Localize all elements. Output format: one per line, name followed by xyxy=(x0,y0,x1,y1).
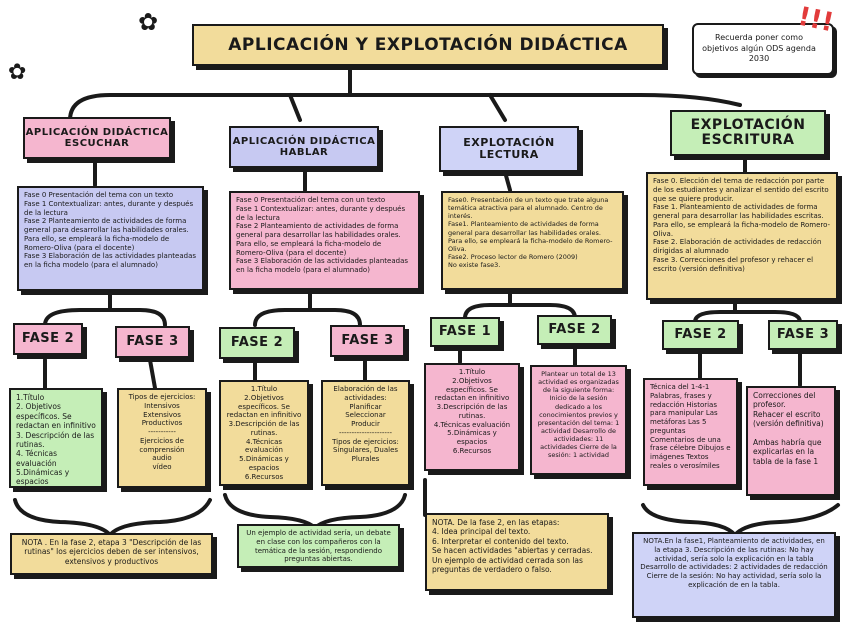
lectura-phase-b-content: Plantear un total de 13 actividad es org… xyxy=(530,365,627,475)
escritura-description: Fase 0. Elección del tema de redacción p… xyxy=(646,172,838,300)
escritura-phase-b-content: Correcciones del profesor. Rehacer el es… xyxy=(746,386,836,496)
lectura-header: EXPLOTACIÓN LECTURA xyxy=(439,126,579,172)
hablar-header: APLICACIÓN DIDÁCTICA HABLAR xyxy=(229,126,379,168)
escuchar-phase-b-label: FASE 3 xyxy=(115,326,190,358)
main-title: APLICACIÓN Y EXPLOTACIÓN DIDÁCTICA xyxy=(192,24,664,66)
escritura-phase-a-label: FASE 2 xyxy=(662,320,739,350)
lectura-phase-a-label: FASE 1 xyxy=(430,317,500,347)
lectura-phase-b-label: FASE 2 xyxy=(537,315,612,345)
escuchar-description: Fase 0 Presentación del tema con un text… xyxy=(17,186,204,291)
reminder-note: Recuerda poner como objetivos algún ODS … xyxy=(692,23,834,75)
lectura-phase-a-content: 1.Título 2.Objetivos específicos. Se red… xyxy=(424,363,520,471)
escritura-phase-b-label: FASE 3 xyxy=(768,320,838,350)
hablar-phase-b-content: Elaboración de las actividades: Planific… xyxy=(321,380,410,486)
hablar-phase-a-content: 1.Título 2.Objetivos específicos. Se red… xyxy=(219,380,309,486)
hablar-description: Fase 0 Presentación del tema con un text… xyxy=(229,191,420,290)
escuchar-header: APLICACIÓN DIDÁCTICA ESCUCHAR xyxy=(23,117,171,159)
lectura-description: Fase0. Presentación de un texto que trat… xyxy=(441,191,624,290)
escuchar-phase-a-content: 1.Título 2. Objetivos específicos. Se re… xyxy=(9,388,103,488)
escuchar-note: NOTA . En la fase 2, etapa 3 "Descripció… xyxy=(10,533,213,575)
lectura-note: NOTA. De la fase 2, en las etapas: 4. Id… xyxy=(425,513,609,591)
escritura-phase-a-content: Técnica del 1-4-1 Palabras, frases y red… xyxy=(643,378,738,486)
flower-icon: ✿ xyxy=(8,60,27,85)
escritura-header: EXPLOTACIÓN ESCRITURA xyxy=(670,110,826,156)
escritura-note: NOTA.En la fase1, Planteamiento de activ… xyxy=(632,532,836,618)
escuchar-phase-b-content: Tipos de ejercicios: Intensivos Extensiv… xyxy=(117,388,207,488)
hablar-phase-b-label: FASE 3 xyxy=(330,325,405,357)
flower-icon: ✿ xyxy=(138,8,159,36)
hablar-phase-a-label: FASE 2 xyxy=(219,327,295,359)
hablar-note: Un ejemplo de actividad sería, un debate… xyxy=(237,524,400,568)
escuchar-phase-a-label: FASE 2 xyxy=(13,323,83,355)
